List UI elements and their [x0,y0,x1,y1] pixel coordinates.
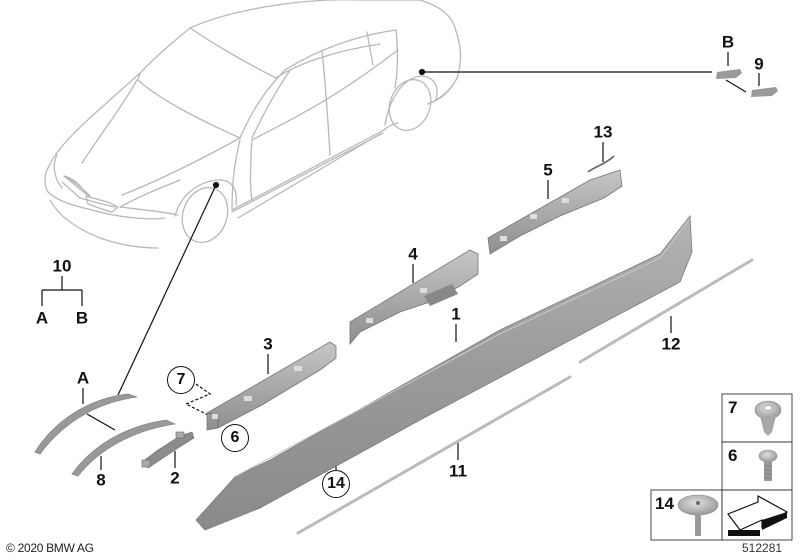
callout-5[interactable]: 5 [543,160,553,180]
washer-bolt-icon [677,494,719,536]
part-13-seal [587,155,615,173]
callout-3[interactable]: 3 [263,334,273,354]
callout-10[interactable]: 10 [52,256,72,276]
callout-B-rear[interactable]: B [721,32,735,52]
callout-9[interactable]: 9 [754,54,764,74]
copyright-text: © 2020 BMW AG [6,541,94,555]
table-label-14: 14 [655,494,674,513]
part-1-side-skirt [195,214,693,531]
trim-strips [296,258,754,535]
callout-13[interactable]: 13 [593,122,613,142]
callout-1[interactable]: 1 [451,304,461,324]
table-label-7: 7 [728,398,738,417]
callout-A-arch[interactable]: A [76,368,90,388]
callout-6-circled[interactable]: 6 [221,424,249,452]
part-5-bracket [487,169,623,255]
callout-10-A[interactable]: A [35,308,49,328]
part-4-bracket [349,249,479,346]
screw-icon [758,449,778,481]
callout-12[interactable]: 12 [661,334,681,354]
callout-4[interactable]: 4 [408,244,418,264]
direction-arrow-icon [727,494,789,536]
car-outline [44,0,462,249]
callout-7-circled[interactable]: 7 [167,366,195,394]
wheel-arch-trims [34,393,177,477]
rivet-icon [754,400,782,436]
part-3-bracket [206,341,337,431]
callout-14-circled[interactable]: 14 [322,470,350,498]
table-label-6: 6 [728,446,738,465]
arch-trim-pieces [716,69,778,97]
callout-11[interactable]: 11 [449,461,467,481]
part-2-clip [141,431,195,469]
callout-10-B[interactable]: B [75,308,89,328]
diagram-number: 512281 [742,541,783,555]
fastener-table [650,393,793,541]
callout-2[interactable]: 2 [170,468,180,488]
callout-8[interactable]: 8 [96,470,106,490]
